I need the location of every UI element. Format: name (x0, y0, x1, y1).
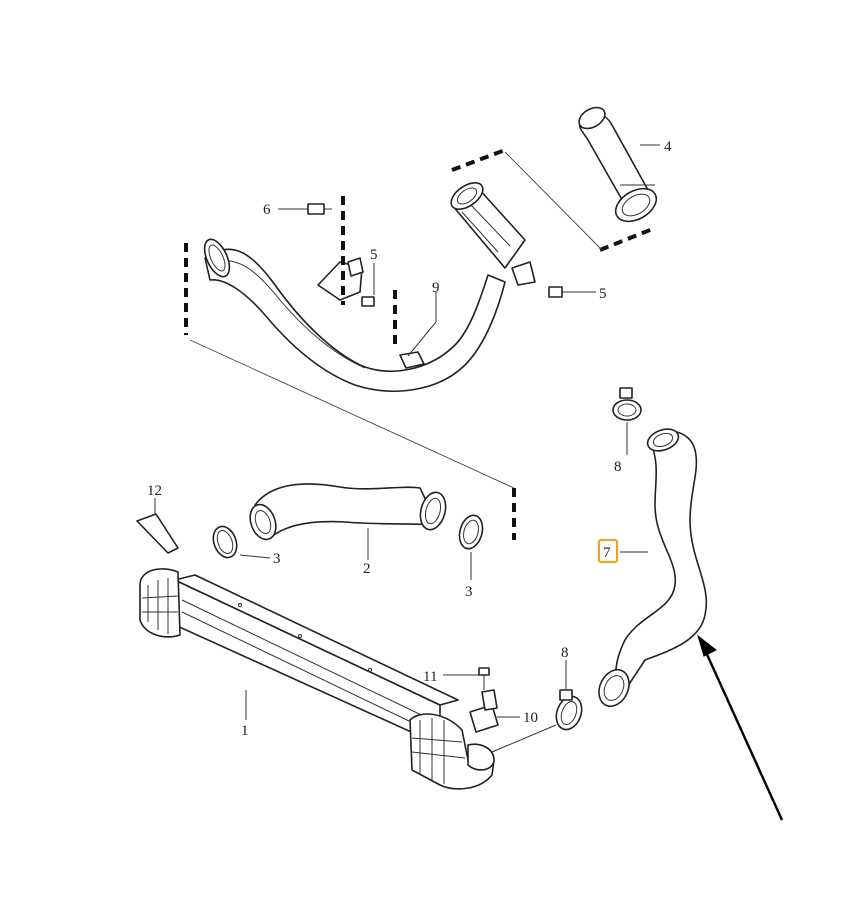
label-11: 11 (423, 669, 437, 685)
label-7-highlight-box (597, 538, 619, 564)
label-9: 9 (432, 280, 440, 296)
part-labels: 1 2 3 3 4 5 5 6 7 8 8 9 10 11 12 (147, 139, 672, 739)
label-3-left: 3 (273, 551, 281, 567)
label-5-right: 5 (599, 286, 607, 302)
clamp-3-left (212, 525, 238, 559)
label-8-lower: 8 (561, 645, 569, 661)
label-1: 1 (241, 723, 249, 739)
bolt-11 (478, 667, 490, 690)
clamp-8-lower (555, 689, 583, 731)
label-12: 12 (147, 483, 162, 499)
bolt-6 (307, 203, 332, 215)
charge-air-pipe-9 (203, 182, 536, 392)
bracket-10 (469, 689, 499, 733)
pipe-4 (578, 106, 658, 223)
label-7: 7 (603, 545, 611, 561)
label-2: 2 (363, 561, 371, 577)
bolt-5-right (548, 286, 563, 298)
label-4: 4 (664, 139, 672, 155)
clamp-3-right (458, 514, 484, 550)
leader-lines (154, 144, 660, 753)
hose-2 (249, 483, 447, 541)
hose-7 (598, 428, 708, 708)
strip-12 (136, 513, 179, 554)
arrow-head-icon (697, 634, 717, 657)
bolt-5-left (361, 296, 375, 307)
label-6: 6 (263, 202, 271, 218)
label-10: 10 (523, 710, 538, 726)
label-3-right: 3 (465, 584, 473, 600)
intercooler-1 (139, 568, 495, 790)
pointer-arrow (697, 634, 784, 821)
clamp-8-upper (612, 387, 642, 421)
dashed-boundary-upper (184, 148, 656, 540)
label-8-upper: 8 (614, 459, 622, 475)
label-5-left: 5 (370, 247, 378, 263)
